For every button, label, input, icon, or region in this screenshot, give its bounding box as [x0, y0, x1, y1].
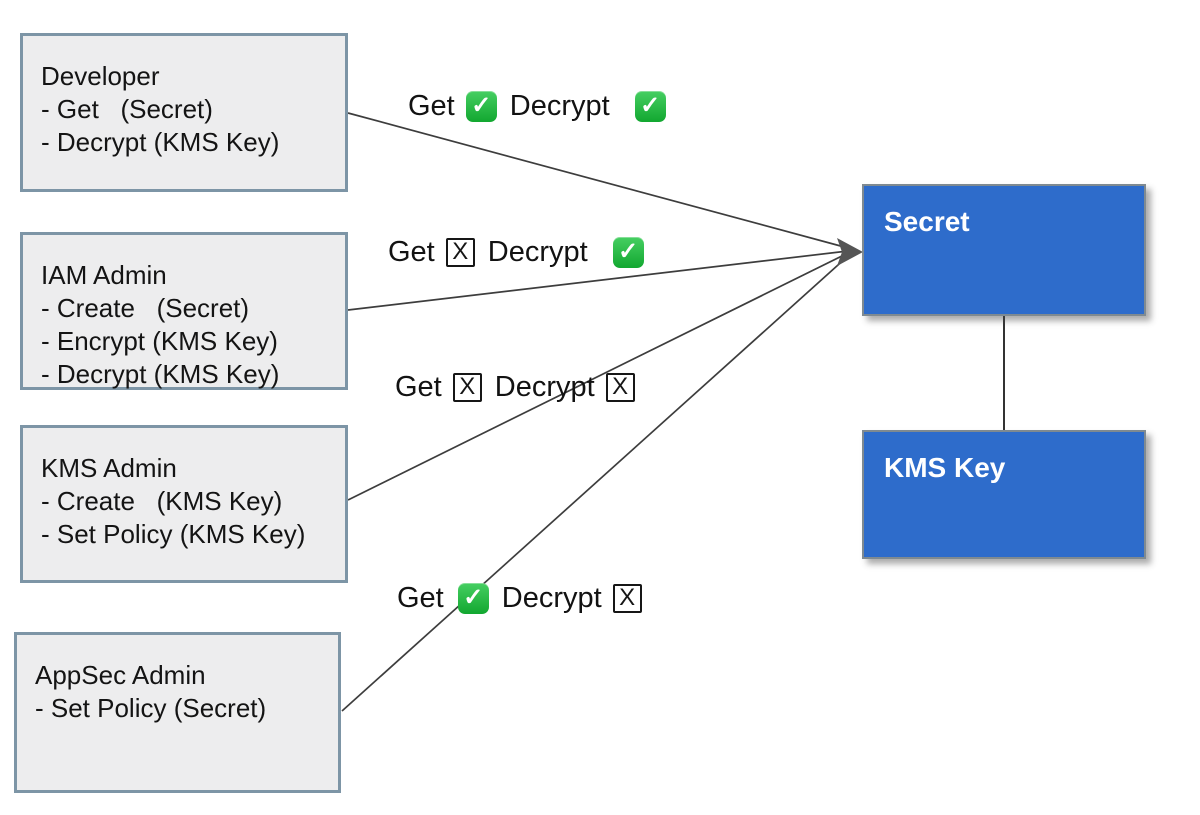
role-permission: - Create (KMS Key) [41, 486, 283, 516]
decrypt-label: Decrypt [487, 235, 588, 268]
role-title: AppSec Admin [35, 660, 206, 690]
role-permission: - Set Policy (Secret) [35, 693, 267, 723]
role-permission: - Encrypt (KMS Key) [41, 326, 278, 356]
cross-icon [612, 583, 642, 613]
decrypt-label: Decrypt [509, 89, 610, 122]
get-label: Get [388, 235, 435, 268]
cross-icon [605, 372, 635, 402]
resource-title: Secret [884, 206, 970, 237]
check-icon [634, 90, 666, 122]
edge-label-kms-admin: Get Decrypt [395, 369, 635, 405]
role-box-iam-admin: IAM Admin - Create (Secret) - Encrypt (K… [20, 232, 348, 390]
role-permission: - Decrypt (KMS Key) [41, 127, 280, 157]
check-icon [457, 582, 489, 614]
arrowhead-icon [837, 238, 863, 266]
edge-label-iam-admin: Get Decrypt [388, 234, 644, 270]
get-label: Get [408, 89, 455, 122]
role-box-developer: Developer - Get (Secret) - Decrypt (KMS … [20, 33, 348, 192]
edge-label-appsec-admin: Get Decrypt [397, 580, 642, 616]
check-icon [612, 236, 644, 268]
check-icon [465, 90, 497, 122]
role-permission: - Get (Secret) [41, 94, 213, 124]
edge-developer-to-secret [347, 112, 849, 249]
edge-iam-admin-to-secret [347, 250, 849, 311]
cross-icon [452, 372, 482, 402]
edge-kms-admin-to-secret [347, 252, 849, 501]
role-title: IAM Admin [41, 260, 167, 290]
get-label: Get [397, 581, 444, 614]
role-permission: - Set Policy (KMS Key) [41, 519, 306, 549]
get-label: Get [395, 370, 442, 403]
resource-box-secret: Secret [862, 184, 1146, 316]
cross-icon [445, 237, 475, 267]
role-box-kms-admin: KMS Admin - Create (KMS Key) - Set Polic… [20, 425, 348, 583]
role-title: KMS Admin [41, 453, 177, 483]
edge-appsec-admin-to-secret [341, 255, 849, 712]
role-box-appsec-admin: AppSec Admin - Set Policy (Secret) [14, 632, 341, 793]
role-title: Developer [41, 61, 160, 91]
role-permission: - Decrypt (KMS Key) [41, 359, 280, 389]
decrypt-label: Decrypt [501, 581, 602, 614]
decrypt-label: Decrypt [494, 370, 595, 403]
resource-title: KMS Key [884, 452, 1006, 483]
edge-label-developer: Get Decrypt [408, 88, 666, 124]
role-permission: - Create (Secret) [41, 293, 250, 323]
resource-box-kms-key: KMS Key [862, 430, 1146, 559]
